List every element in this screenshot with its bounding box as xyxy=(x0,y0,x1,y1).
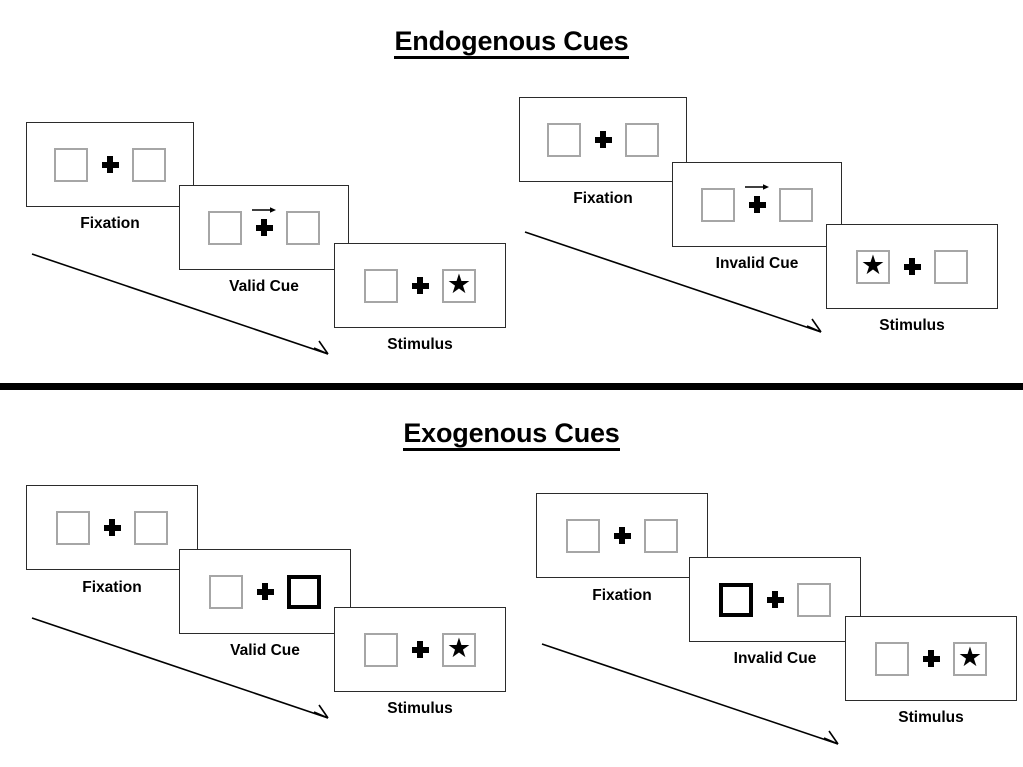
right-placeholder-box xyxy=(286,210,320,245)
fixation-cross-icon xyxy=(594,131,612,148)
right-placeholder-box xyxy=(779,187,813,222)
star-icon: ★ xyxy=(860,250,886,280)
section-title-endogenous-text: Endogenous Cues xyxy=(394,27,629,60)
right-target-box: ★ xyxy=(442,268,476,303)
trial-panel-exogenous-valid-fixation[interactable] xyxy=(26,485,198,570)
left-placeholder-box xyxy=(208,210,242,245)
trial-panel-exogenous-invalid-cue[interactable] xyxy=(689,557,861,642)
fixation-cross-icon xyxy=(256,583,274,600)
fixation-cross-wrap xyxy=(90,506,134,550)
section-divider xyxy=(0,383,1023,390)
right-target-box: ★ xyxy=(953,641,987,676)
fixation-cross-icon xyxy=(613,527,631,544)
fixation-cross-wrap xyxy=(581,118,625,162)
left-placeholder-box xyxy=(701,187,735,222)
trial-panel-exogenous-valid-cue[interactable] xyxy=(179,549,351,634)
right-placeholder-box xyxy=(644,518,678,553)
stage-label-exogenous-invalid-stimulus: Stimulus xyxy=(898,709,964,726)
section-title-endogenous: Endogenous Cues xyxy=(0,26,1023,60)
star-icon: ★ xyxy=(446,633,472,663)
stage-label-exogenous-valid-stimulus: Stimulus xyxy=(387,700,453,717)
fixation-cross-icon xyxy=(748,196,766,213)
left-placeholder-box xyxy=(566,518,600,553)
right-placeholder-box xyxy=(797,582,831,617)
fixation-cross-wrap xyxy=(88,143,132,187)
left-placeholder-box xyxy=(875,641,909,676)
section-title-exogenous: Exogenous Cues xyxy=(0,418,1023,452)
fixation-cross-wrap xyxy=(398,264,442,308)
stage-label-endogenous-valid-cue: Valid Cue xyxy=(229,278,299,295)
fixation-cross-wrap xyxy=(909,637,953,681)
fixation-cross-icon xyxy=(411,641,429,658)
stage-label-exogenous-valid-fixation: Fixation xyxy=(82,579,142,596)
stage-label-exogenous-invalid-cue: Invalid Cue xyxy=(733,650,817,667)
fixation-cross-icon xyxy=(766,591,784,608)
right-placeholder-box xyxy=(625,122,659,157)
fixation-cross-icon xyxy=(903,258,921,275)
left-cued-box xyxy=(719,582,753,617)
fixation-cross-icon xyxy=(103,519,121,536)
fixation-cross-wrap xyxy=(890,245,934,289)
arrow-right-icon xyxy=(252,206,276,213)
fixation-cross-icon xyxy=(922,650,940,667)
trial-panel-endogenous-invalid-stimulus[interactable]: ★ xyxy=(826,224,998,309)
stage-label-exogenous-valid-cue: Valid Cue xyxy=(230,642,300,659)
left-target-box: ★ xyxy=(856,249,890,284)
left-placeholder-box xyxy=(547,122,581,157)
fixation-cross-wrap xyxy=(243,570,287,614)
trial-panel-exogenous-invalid-fixation[interactable] xyxy=(536,493,708,578)
stage-label-endogenous-invalid-fixation: Fixation xyxy=(573,190,633,207)
right-placeholder-box xyxy=(934,249,968,284)
left-placeholder-box xyxy=(209,574,243,609)
fixation-cross-wrap xyxy=(398,628,442,672)
trial-panel-endogenous-invalid-fixation[interactable] xyxy=(519,97,687,182)
fixation-cross-wrap xyxy=(735,183,779,227)
left-placeholder-box xyxy=(54,147,88,182)
fixation-cross-wrap xyxy=(600,514,644,558)
stage-label-endogenous-valid-fixation: Fixation xyxy=(80,215,140,232)
arrow-right-icon xyxy=(745,183,769,190)
left-placeholder-box xyxy=(364,268,398,303)
trial-panel-endogenous-valid-fixation[interactable] xyxy=(26,122,194,207)
stage-label-endogenous-invalid-cue: Invalid Cue xyxy=(715,255,799,272)
fixation-cross-icon xyxy=(255,219,273,236)
fixation-cross-wrap xyxy=(753,578,797,622)
trial-panel-endogenous-valid-cue[interactable] xyxy=(179,185,349,270)
fixation-cross-icon xyxy=(101,156,119,173)
left-placeholder-box xyxy=(364,632,398,667)
right-placeholder-box xyxy=(134,510,168,545)
fixation-cross-icon xyxy=(411,277,429,294)
stage-label-exogenous-invalid-fixation: Fixation xyxy=(592,587,652,604)
fixation-cross-wrap xyxy=(242,206,286,250)
left-placeholder-box xyxy=(56,510,90,545)
right-cued-box xyxy=(287,574,321,609)
trial-panel-endogenous-invalid-cue[interactable] xyxy=(672,162,842,247)
stage-label-endogenous-valid-stimulus: Stimulus xyxy=(387,336,453,353)
trial-panel-endogenous-valid-stimulus[interactable]: ★ xyxy=(334,243,506,328)
trial-panel-exogenous-invalid-stimulus[interactable]: ★ xyxy=(845,616,1017,701)
stage-label-endogenous-invalid-stimulus: Stimulus xyxy=(879,317,945,334)
section-title-exogenous-text: Exogenous Cues xyxy=(403,419,620,452)
star-icon: ★ xyxy=(446,269,472,299)
trial-panel-exogenous-valid-stimulus[interactable]: ★ xyxy=(334,607,506,692)
star-icon: ★ xyxy=(957,642,983,672)
right-placeholder-box xyxy=(132,147,166,182)
right-target-box: ★ xyxy=(442,632,476,667)
